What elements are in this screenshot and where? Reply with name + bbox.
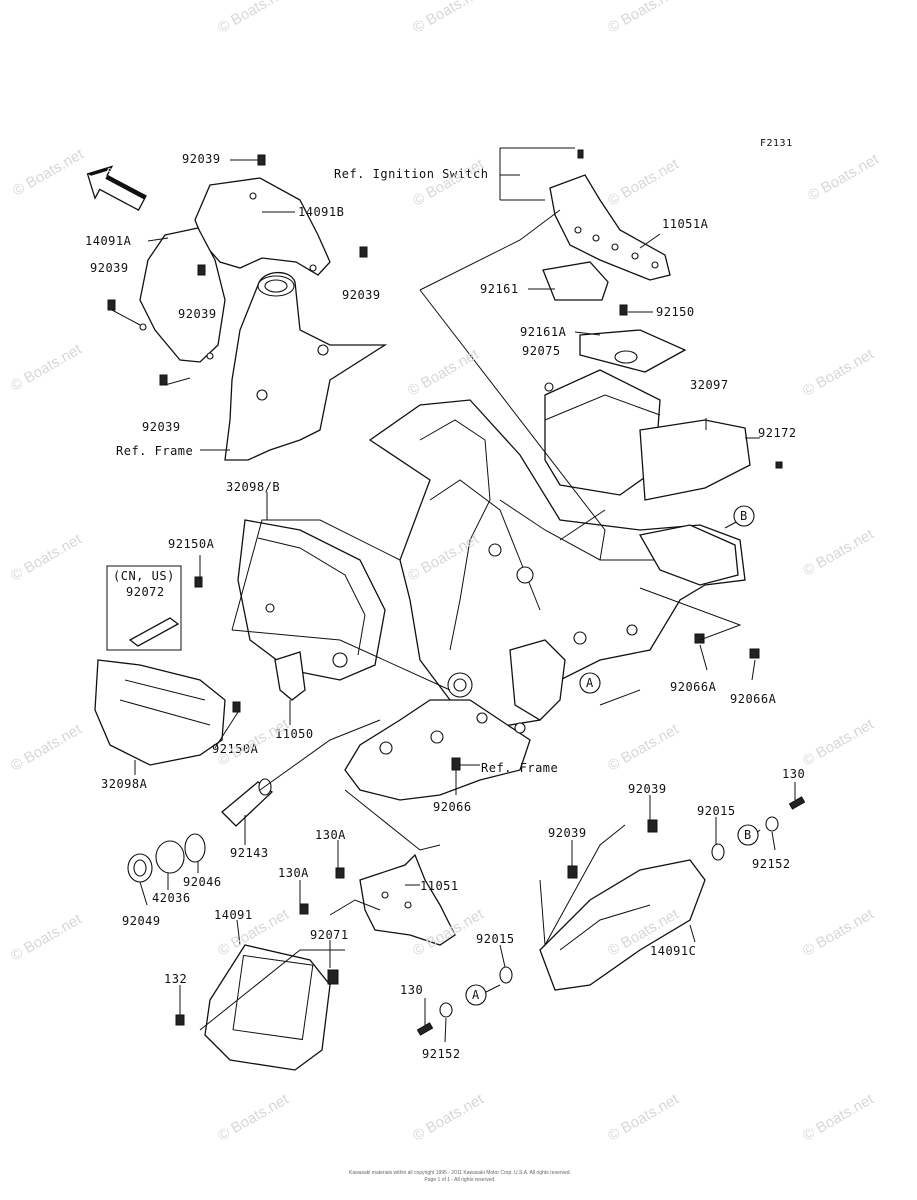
cover-32098A-shape — [94, 659, 226, 766]
part-92071: 92071 — [310, 928, 349, 942]
frame-head-shape — [224, 271, 388, 461]
part-14091: 14091 — [214, 908, 253, 922]
part-92150A: 92150A — [168, 537, 215, 551]
part-92066A: 92066A — [730, 692, 777, 706]
front-arrow-icon — [86, 165, 147, 211]
part-11051A: 11051A — [662, 217, 709, 231]
part-92152: 92152 — [422, 1047, 461, 1061]
part-14091A: 14091A — [85, 234, 132, 248]
part-92172: 92172 — [758, 426, 797, 440]
region-note: (CN, US) — [113, 569, 175, 583]
region-box — [106, 565, 182, 651]
part-130: 130 — [782, 767, 806, 781]
part-92152: 92152 — [752, 857, 791, 871]
part-132: 132 — [164, 972, 188, 986]
part-92161A: 92161A — [520, 325, 567, 339]
part-42036: 42036 — [152, 891, 191, 905]
part-92039: 92039 — [548, 826, 587, 840]
callout-a: A — [472, 988, 480, 1002]
callout-b: B — [740, 509, 748, 523]
part-92066A: 92066A — [670, 680, 717, 694]
part-14091C: 14091C — [650, 944, 697, 958]
part-92161: 92161 — [480, 282, 519, 296]
bolt-shapes — [107, 154, 806, 1036]
part-92046: 92046 — [183, 875, 222, 889]
cover-14091C-shape — [439, 816, 779, 1018]
part-92015: 92015 — [476, 932, 515, 946]
callout-b: B — [744, 828, 752, 842]
lower-frame-shape — [344, 699, 531, 801]
cover-14091A-14091B-shape — [139, 177, 331, 363]
shaft-92143-shape — [127, 778, 274, 883]
part-130A: 130A — [278, 866, 309, 880]
callout-circles — [465, 505, 759, 1006]
battery-case-32097-shape — [544, 329, 783, 501]
bracket-11051A-shape — [542, 149, 671, 301]
part-92039: 92039 — [90, 261, 129, 275]
ref-frame-top: Ref. Frame — [116, 444, 194, 458]
part-11050: 11050 — [275, 727, 314, 741]
leader-lines — [111, 147, 796, 1043]
ref-frame-bottom: Ref. Frame — [481, 761, 559, 775]
part-92150: 92150 — [656, 305, 695, 319]
callout-a: A — [586, 676, 594, 690]
part-32098A: 32098A — [101, 777, 148, 791]
cover-14091-shape — [204, 944, 339, 1071]
ref-ignition-switch: Ref. Ignition Switch — [334, 167, 489, 181]
part-92039: 92039 — [178, 307, 217, 321]
part-92049: 92049 — [122, 914, 161, 928]
part-14091B: 14091B — [298, 205, 345, 219]
part-130: 130 — [400, 983, 424, 997]
part-11051: 11051 — [420, 879, 459, 893]
part-92143: 92143 — [230, 846, 269, 860]
reference-lines — [199, 209, 742, 1031]
part-92072: 92072 — [126, 585, 165, 599]
part-92015: 92015 — [697, 804, 736, 818]
part-32098B: 32098/B — [226, 480, 281, 494]
part-92150A: 92150A — [212, 742, 259, 756]
side-cover-32098B-shape — [237, 519, 386, 701]
part-92075: 92075 — [522, 344, 561, 358]
part-32097: 32097 — [690, 378, 729, 392]
part-92039: 92039 — [342, 288, 381, 302]
part-92039: 92039 — [628, 782, 667, 796]
part-92039: 92039 — [142, 420, 181, 434]
bracket-11051-shape — [359, 853, 456, 946]
copyright-line-1: Kawasaki materials within all copyright … — [349, 1170, 571, 1176]
part-92066: 92066 — [433, 800, 472, 814]
copyright-line-2: Page 1 of 1 - All rights reserved. — [424, 1177, 496, 1183]
part-92039: 92039 — [182, 152, 221, 166]
part-130A: 130A — [315, 828, 346, 842]
diagram-code: F2131 — [760, 138, 793, 149]
